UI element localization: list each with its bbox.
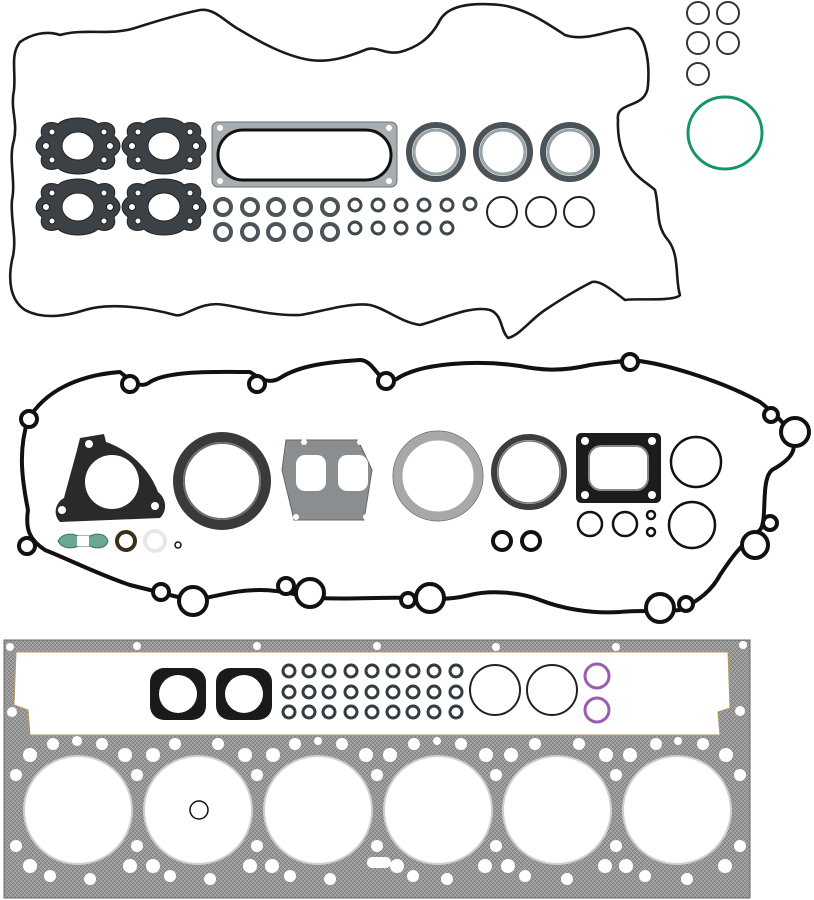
rear-seals: [150, 668, 272, 720]
exhaust-manifold-gaskets: [35, 117, 207, 236]
cylinder-bores: [23, 755, 732, 865]
gasket-holes: [6, 641, 747, 885]
small-orings-top: [347, 196, 478, 236]
middle-orings: [174, 435, 723, 552]
green-oring: [686, 95, 764, 171]
upper-rocker-gasket: [8, 2, 682, 340]
steel-flange-ring: [392, 430, 484, 522]
turbo-flange-ring-dark: [173, 432, 271, 530]
bore-oring: [189, 800, 209, 820]
intake-plenum-gasket: [211, 121, 398, 188]
valve-stem-seals: [213, 197, 340, 242]
cylinder-head-gasket: [3, 639, 751, 899]
large-orings-bottom: [469, 664, 578, 716]
medium-orings-top: [486, 196, 595, 228]
purple-orings: [583, 662, 611, 724]
valve-cover-gasket: [17, 352, 811, 624]
small-orings-grid: [281, 663, 464, 720]
small-parts-left: [57, 529, 167, 553]
egr-twin-port-gasket: [281, 439, 373, 521]
orings-upper-right: [686, 1, 740, 86]
injector-sleeve-seals: [406, 122, 600, 182]
turbo-square-gasket: [576, 433, 661, 503]
turbo-outlet-ring: [491, 434, 567, 510]
turbo-mount-gasket: [55, 434, 166, 522]
